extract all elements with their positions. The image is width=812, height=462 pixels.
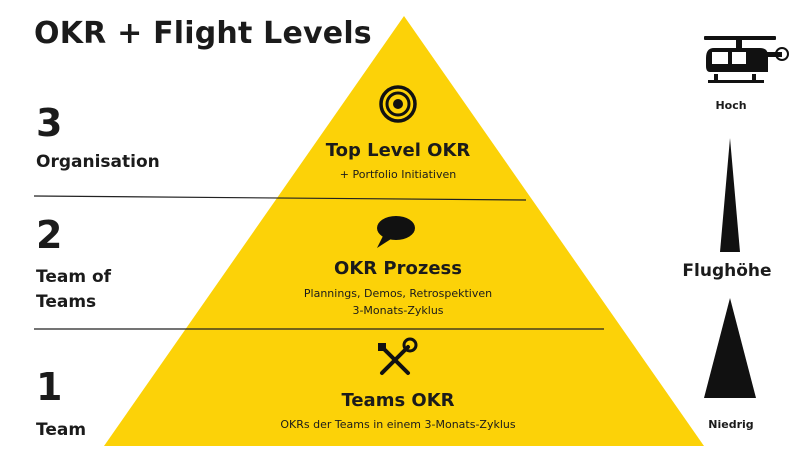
helicopter-icon	[704, 36, 789, 83]
altitude-high-label: Hoch	[715, 99, 747, 112]
level-name-1: Team	[36, 420, 87, 440]
level-1-heading: Teams OKR	[341, 390, 455, 411]
level-name-3: Organisation	[36, 152, 160, 172]
altitude-low-label: Niedrig	[708, 418, 754, 431]
tools-icon	[378, 337, 418, 375]
speech-bubble-icon	[377, 216, 415, 248]
target-icon	[379, 85, 417, 123]
level-2-subtext-1: Plannings, Demos, Retrospektiven	[303, 287, 493, 300]
altitude-upper-spike	[720, 138, 740, 252]
level-number-2: 2	[36, 213, 63, 257]
level-1-subtext: OKRs der Teams in einem 3-Monats-Zyklus	[280, 418, 516, 431]
altitude-label: Flughöhe	[682, 261, 772, 281]
altitude-lower-spike	[704, 298, 756, 398]
level-name-2: Team of Teams	[36, 267, 112, 312]
level-3-subtext: + Portfolio Initiativen	[339, 168, 457, 181]
level-number-3: 3	[36, 101, 63, 145]
level-number-1: 1	[36, 365, 63, 409]
level-2-subtext-2: 3-Monats-Zyklus	[352, 304, 444, 317]
level-3-heading: Top Level OKR	[325, 140, 471, 161]
page-title: OKR + Flight Levels	[34, 16, 372, 51]
level-divider-3-2	[33, 195, 527, 201]
level-2-heading: OKR Prozess	[334, 258, 462, 279]
